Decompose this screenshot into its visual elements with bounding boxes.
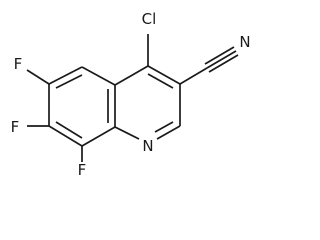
ring-nitrogen-label: N [142,137,153,155]
fluorine-8-label: F [78,161,87,178]
bond-n1-c8a [114,126,140,140]
fluorine-7-label: F [11,118,20,136]
bond-c5-c6-double [55,74,83,89]
bond-c4-c3 [147,65,181,85]
bonds [26,34,239,162]
bond-c4-c3-double [147,73,174,89]
bond-c6-f [26,69,50,85]
nitrile-nitrogen-label: N [239,33,250,51]
bond-c2-n1 [156,125,181,140]
molecule-structure: Cl F F F N N [11,10,251,178]
bond-c7-c8-double [55,121,83,139]
bond-c8-c8a [81,126,116,147]
bond-nitrile-3 [208,54,239,73]
bond-c4a-c5 [81,66,116,86]
atom-labels: Cl F F F N N [11,10,251,178]
bond-nitrile-2 [204,46,235,65]
bond-c2-n1-double [154,121,174,133]
bond-c4a-c4 [114,65,149,86]
chlorine-label: Cl [142,10,157,28]
bond-c5-c6 [48,66,83,85]
bond-c7-c8 [48,125,83,147]
bond-c3-cn [179,67,208,85]
fluorine-6-label: F [14,55,23,73]
bond-nitrile-1 [206,50,237,69]
